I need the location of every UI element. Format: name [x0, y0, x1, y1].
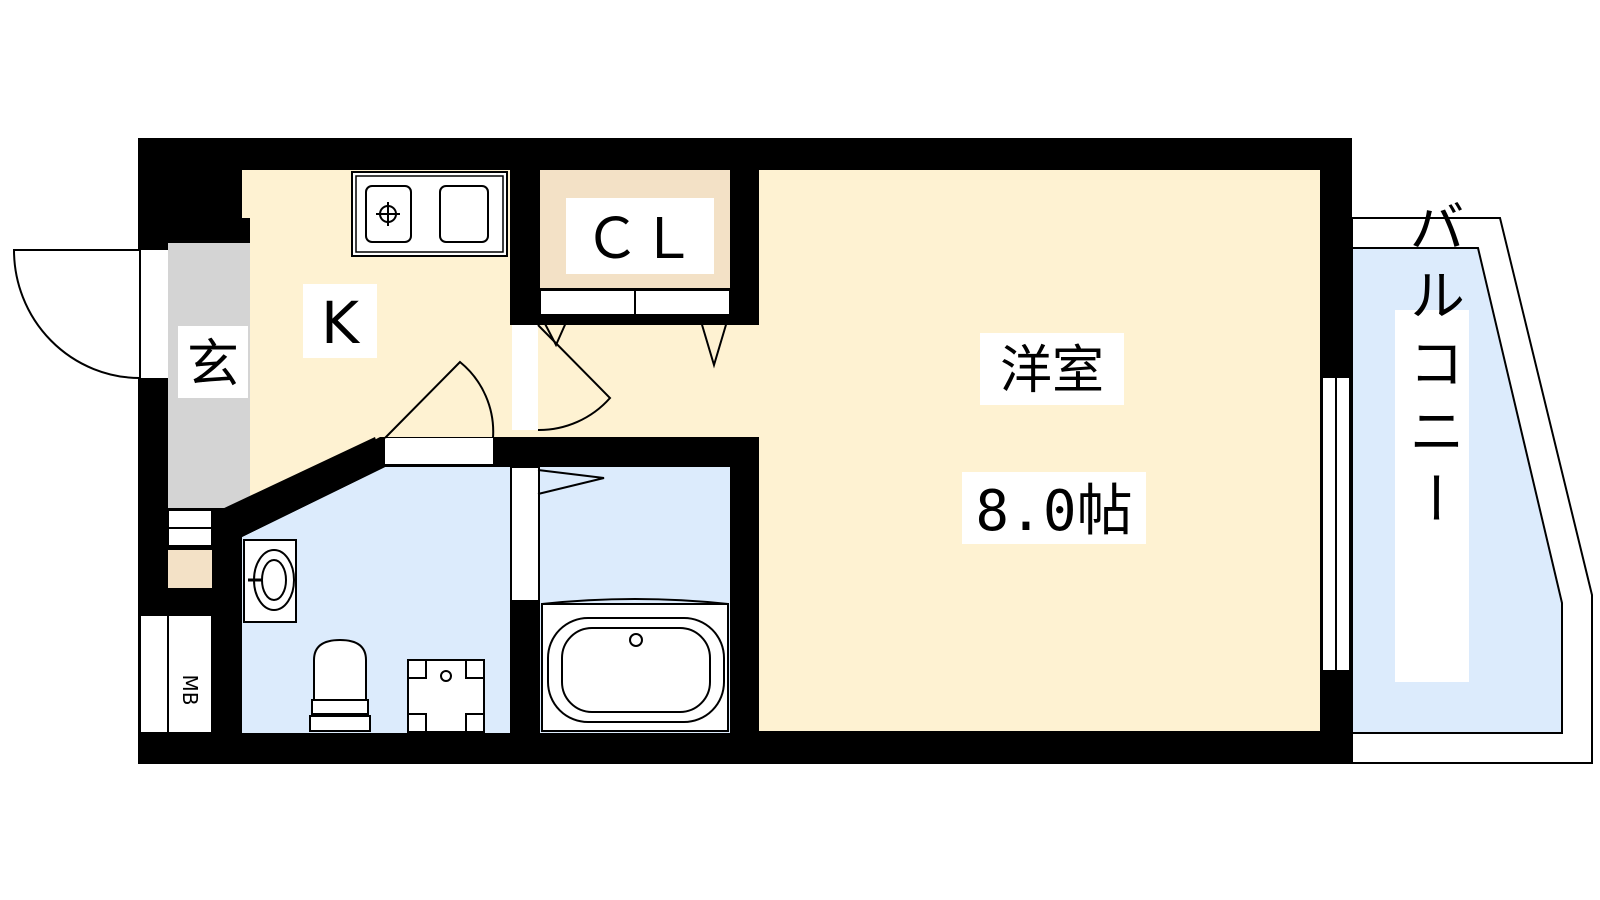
- western-room-size-bg: [962, 472, 1146, 544]
- kitchen-label: K: [321, 289, 361, 357]
- bathtub-drain-icon: [629, 633, 643, 647]
- western-room-size: 8.0帖: [975, 479, 1132, 544]
- meter-box-label: MB: [178, 675, 202, 706]
- washroom-door-opening: [385, 438, 493, 464]
- bathtub-curve: [541, 598, 729, 605]
- wall-wash-bath: [510, 600, 540, 735]
- closet-door-mark-left: [541, 317, 569, 348]
- bathtub-inner: [561, 627, 711, 713]
- wall-bath-room: [730, 437, 759, 737]
- balcony-label: バルコニー: [1400, 198, 1465, 538]
- entrance-door-swing: [12, 249, 141, 380]
- meter-box: [139, 614, 213, 734]
- wall-bath-top: [510, 437, 759, 467]
- balcony-label-bg: [1395, 310, 1469, 682]
- pan-corner-tl: [407, 659, 427, 679]
- wall-closet-kitchen: [510, 138, 540, 325]
- western-room-label: 洋室: [1000, 341, 1104, 401]
- bathtub-basin: [547, 617, 725, 723]
- wall-washroom-diagonal: [220, 437, 385, 538]
- entrance-door-opening: [140, 250, 168, 378]
- toilet-icon: [313, 638, 367, 701]
- bath-door-opening: [512, 468, 538, 600]
- toilet-base: [309, 715, 371, 732]
- western-room-label-bg: [980, 333, 1124, 405]
- pan-corner-br: [465, 713, 485, 733]
- closet-door-mark-right: [699, 317, 729, 369]
- sink-basin: [439, 185, 489, 243]
- closet-label: ＣＬ: [584, 207, 696, 272]
- pan-drain-icon: [440, 670, 452, 682]
- closet-label-bg: [566, 198, 714, 274]
- pan-corner-bl: [407, 713, 427, 733]
- kitchen-door-opening: [512, 325, 538, 430]
- wall-closet-room: [730, 138, 759, 318]
- kitchen-label-bg: [303, 284, 377, 358]
- toilet-tank: [311, 699, 369, 715]
- entrance-label-bg: [178, 326, 248, 398]
- hall-door-swing: [537, 324, 612, 432]
- entrance-label: 玄: [187, 335, 239, 395]
- washroom-door-swing: [384, 360, 495, 439]
- stove-inner: [355, 175, 504, 253]
- pan-corner-tr: [465, 659, 485, 679]
- bath-door-mark: [537, 469, 605, 495]
- western-room-floor: [759, 170, 1320, 731]
- meter-box-floor: [168, 550, 212, 588]
